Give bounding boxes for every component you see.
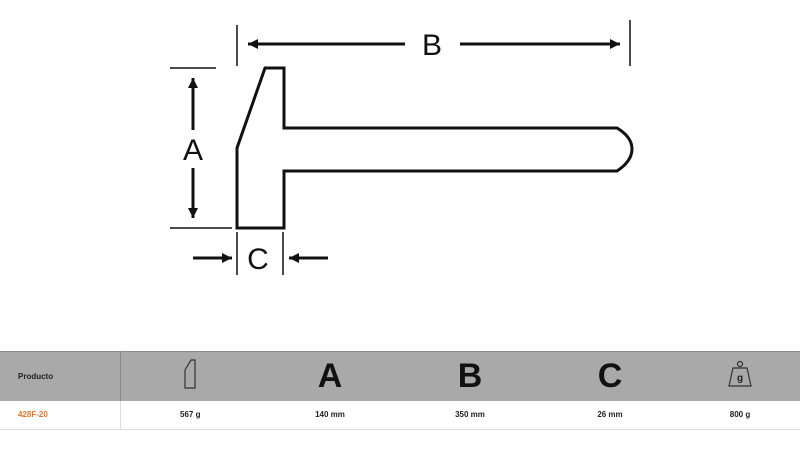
- c-column-header: C: [540, 351, 680, 401]
- dimension-c: C: [193, 232, 328, 276]
- c-value: 26 mm: [540, 400, 680, 430]
- dimension-b: B: [236, 20, 631, 66]
- dimension-c-label: C: [247, 243, 269, 276]
- dimension-a: A: [170, 67, 232, 229]
- hammer-outline: [235, 66, 634, 230]
- total-weight-column-header: g: [680, 351, 800, 401]
- a-column-letter: A: [317, 357, 343, 396]
- head-weight-value: 567 g: [120, 400, 260, 430]
- dimension-a-label: A: [183, 134, 203, 167]
- head-weight-column-header: [120, 351, 260, 401]
- weight-icon: g: [726, 360, 754, 393]
- hammer-head-profile-icon: [183, 359, 197, 394]
- product-code[interactable]: 428F-20: [0, 400, 121, 430]
- a-column-header: A: [260, 351, 400, 401]
- total-weight-value: 800 g: [680, 400, 800, 430]
- b-value: 350 mm: [400, 400, 540, 430]
- a-value: 140 mm: [260, 400, 400, 430]
- hammer-dimension-diagram: B A C: [170, 20, 634, 276]
- b-column-letter: B: [457, 357, 483, 396]
- spec-table-header: Producto A B C: [0, 351, 800, 401]
- c-column-letter: C: [597, 357, 623, 396]
- dimension-b-label: B: [422, 29, 442, 62]
- table-row: 428F-20 567 g 140 mm 350 mm 26 mm 800 g: [0, 400, 800, 430]
- b-column-header: B: [400, 351, 540, 401]
- spec-table: Producto A B C: [0, 351, 800, 430]
- weight-icon-letter: g: [737, 373, 743, 384]
- product-column-header: Producto: [0, 351, 121, 401]
